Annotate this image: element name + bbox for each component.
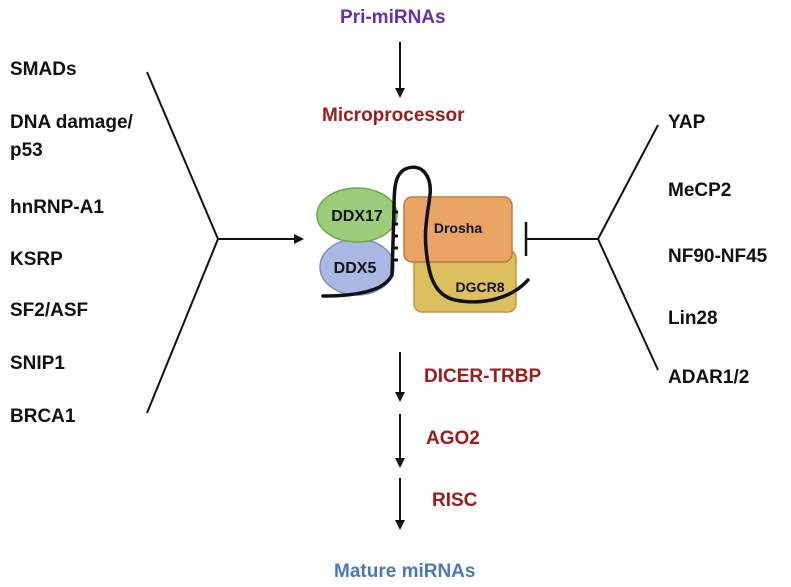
microprocessor-complex: DDX17 DDX5 Drosha DGCR8	[316, 165, 530, 313]
activator-snip1: SNIP1	[10, 353, 65, 374]
activator-bracket	[146, 71, 304, 414]
inhibitor-mecp2: MeCP2	[668, 180, 732, 201]
activator-p53: p53	[10, 140, 43, 161]
drosha-label: Drosha	[434, 220, 482, 236]
activator-brca1: BRCA1	[10, 406, 76, 427]
hairpin-stem-pairing	[392, 210, 398, 262]
inhibitor-nf90-nf45: NF90-NF45	[668, 246, 768, 267]
inhibitor-yap: YAP	[668, 112, 706, 133]
microprocessor-label: Microprocessor	[322, 105, 465, 126]
dgcr8-label: DGCR8	[455, 279, 504, 295]
ago2-label: AGO2	[426, 428, 480, 449]
dicer-trbp-label: DICER-TRBP	[424, 366, 542, 387]
inhibitor-adar1-2: ADAR1/2	[668, 367, 750, 388]
inhibitor-lin28: Lin28	[668, 308, 718, 329]
pri-mirna-hairpin	[321, 165, 530, 304]
activator-smads: SMADs	[10, 59, 77, 80]
ddx17-label: DDX17	[331, 208, 383, 225]
risc-label: RISC	[432, 490, 478, 511]
inhibitor-bracket	[524, 124, 659, 371]
ddx5-label: DDX5	[334, 260, 377, 277]
ddx17-ellipse	[316, 187, 398, 243]
activator-dna-damage: DNA damage/	[10, 112, 133, 133]
mature-mirnas-label: Mature miRNAs	[334, 561, 476, 582]
pri-mirnas-label: Pri-miRNAs	[340, 7, 446, 28]
activator-sf2-asf: SF2/ASF	[10, 300, 89, 321]
activator-hnrnp-a1: hnRNP-A1	[10, 197, 104, 218]
drosha-box	[403, 196, 513, 263]
activator-ksrp: KSRP	[10, 249, 63, 270]
